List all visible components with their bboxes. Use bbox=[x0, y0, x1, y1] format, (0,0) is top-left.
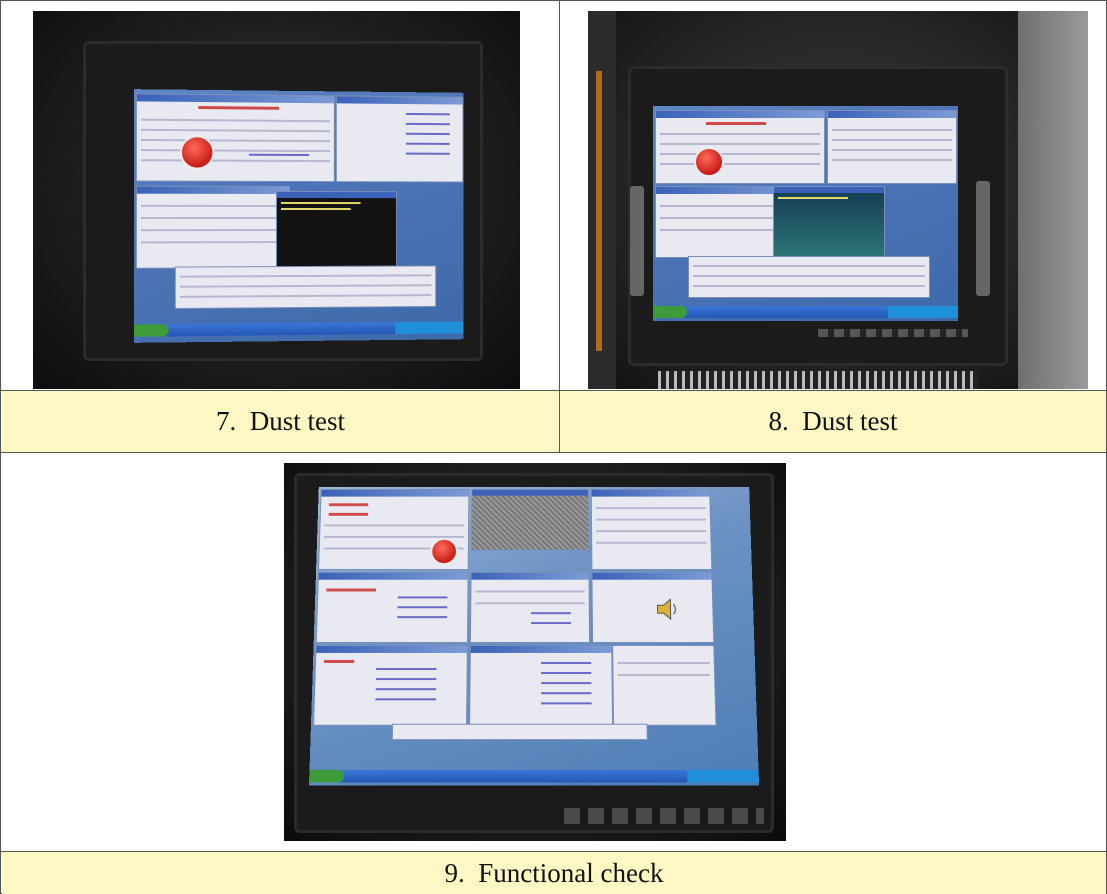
console-window bbox=[470, 488, 590, 551]
taskbar bbox=[133, 321, 464, 337]
monitor-screen bbox=[653, 106, 958, 321]
caption-9: 9. Functional check bbox=[2, 852, 1106, 894]
caption-8: 8. Dust test bbox=[560, 391, 1106, 452]
stop-icon bbox=[179, 135, 215, 170]
photo-dust-test-8 bbox=[588, 11, 1088, 389]
taskbar bbox=[653, 306, 958, 318]
caption-7: 7. Dust test bbox=[2, 391, 559, 452]
stop-icon bbox=[694, 147, 724, 177]
photo-dust-test-7 bbox=[33, 11, 520, 389]
taskbar bbox=[309, 770, 759, 783]
monitor-screen bbox=[133, 89, 464, 343]
handle-right bbox=[976, 181, 990, 296]
photo-functional-check-9 bbox=[284, 463, 786, 841]
handle-left bbox=[630, 186, 644, 296]
monitor-screen bbox=[308, 487, 760, 786]
speaker-icon bbox=[654, 596, 680, 622]
console-window bbox=[773, 186, 885, 263]
caption-text: 8. Dust test bbox=[768, 406, 898, 436]
caption-text: 9. Functional check bbox=[444, 857, 664, 888]
caption-text: 7. Dust test bbox=[215, 406, 345, 436]
stop-icon bbox=[430, 537, 459, 566]
console-window bbox=[275, 190, 398, 274]
